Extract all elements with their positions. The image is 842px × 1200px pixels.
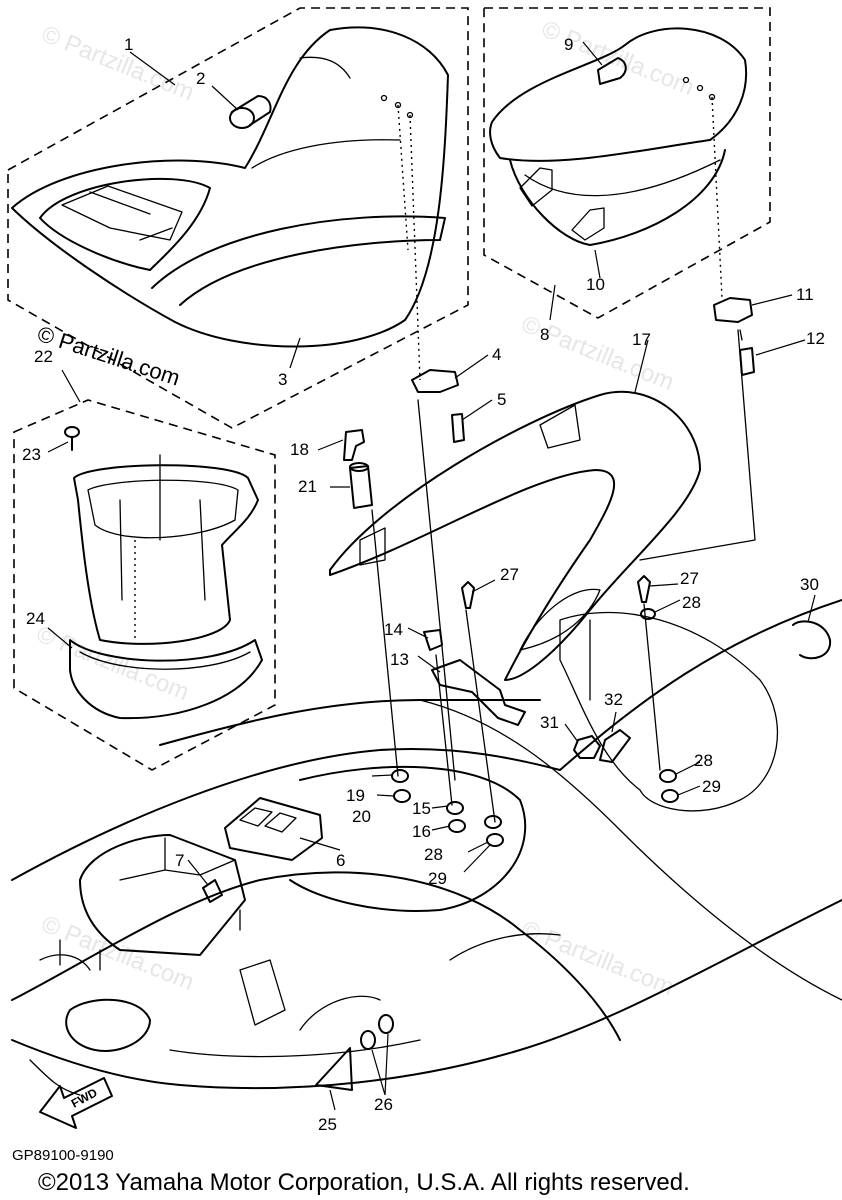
callout-8: 8 bbox=[540, 325, 549, 344]
callout-22: 22 bbox=[34, 347, 53, 366]
watermark: © Partzilla.com bbox=[518, 311, 678, 397]
washer-28b bbox=[484, 815, 502, 829]
callout-10: 10 bbox=[586, 275, 605, 294]
nut-16 bbox=[448, 819, 466, 833]
bracket-11 bbox=[713, 297, 753, 323]
callout-7: 7 bbox=[175, 851, 184, 870]
callout-27: 27 bbox=[500, 565, 519, 584]
callout-15: 15 bbox=[412, 799, 431, 818]
callout-28: 28 bbox=[424, 845, 443, 864]
callout-31: 31 bbox=[540, 713, 559, 732]
cap-26a bbox=[360, 1030, 376, 1050]
callout-25: 25 bbox=[318, 1115, 337, 1134]
bolt-12 bbox=[739, 347, 755, 376]
screw-7 bbox=[202, 879, 223, 903]
bolt-18 bbox=[343, 429, 365, 461]
nut-20 bbox=[393, 789, 411, 803]
callout-19: 19 bbox=[346, 786, 365, 805]
brand-watermark: © Partzilla.com bbox=[34, 321, 183, 391]
watermark: © Partzilla.com bbox=[518, 916, 678, 1002]
callout-6: 6 bbox=[336, 851, 345, 870]
callout-28: 28 bbox=[694, 751, 713, 770]
hull-deck bbox=[11, 599, 842, 1096]
callout-32: 32 bbox=[604, 690, 623, 709]
fwd-arrow-icon: FWD bbox=[39, 1077, 113, 1129]
callout-16: 16 bbox=[412, 822, 431, 841]
callout-18: 18 bbox=[290, 440, 309, 459]
callout-29: 29 bbox=[702, 777, 721, 796]
nut-29a bbox=[486, 833, 504, 847]
u-bolt-30 bbox=[792, 620, 832, 660]
plate-32 bbox=[599, 729, 631, 763]
bracket-4 bbox=[411, 369, 459, 393]
callout-12: 12 bbox=[806, 329, 825, 348]
callout-3: 3 bbox=[278, 370, 287, 389]
washer-28a bbox=[640, 608, 656, 620]
bracket-13 bbox=[431, 659, 526, 726]
screw-27a bbox=[461, 581, 475, 609]
front-seat-group-box bbox=[7, 7, 469, 429]
rear-seat bbox=[489, 27, 747, 246]
callout-17: 17 bbox=[632, 330, 651, 349]
callouts: 1 2 3 4 5 6 7 8 9 10 11 12 13 14 15 16 1… bbox=[22, 35, 825, 1134]
decal-25 bbox=[315, 1047, 353, 1091]
callout-9: 9 bbox=[564, 35, 573, 54]
callout-13: 13 bbox=[390, 650, 409, 669]
front-seat bbox=[11, 26, 449, 348]
callout-14: 14 bbox=[384, 620, 403, 639]
copyright-line: ©2013 Yamaha Motor Corporation, U.S.A. A… bbox=[38, 1169, 690, 1196]
small-parts bbox=[202, 297, 832, 1091]
nut-31 bbox=[573, 735, 601, 759]
alignment-lines bbox=[134, 96, 756, 823]
bolt-14 bbox=[423, 629, 443, 651]
leader-lines bbox=[47, 41, 816, 1111]
callout-28: 28 bbox=[682, 593, 701, 612]
callout-11: 11 bbox=[796, 285, 814, 304]
switch-panel-6 bbox=[224, 797, 323, 861]
callout-27: 27 bbox=[680, 569, 699, 588]
seat-base bbox=[329, 390, 701, 681]
callout-2: 2 bbox=[196, 69, 205, 88]
callout-30: 30 bbox=[800, 575, 819, 594]
callout-24: 24 bbox=[26, 609, 45, 628]
storage-bin bbox=[64, 426, 263, 720]
callout-1: 1 bbox=[124, 35, 133, 54]
washer-28c bbox=[659, 769, 677, 783]
storage-bin-group-box bbox=[13, 399, 276, 771]
diagram-code: GP89100-9190 bbox=[12, 1147, 114, 1164]
callout-23: 23 bbox=[22, 445, 41, 464]
bolt-5 bbox=[451, 413, 465, 443]
cap-26b bbox=[378, 1014, 394, 1034]
screw-27b bbox=[637, 575, 651, 603]
washer-19 bbox=[391, 769, 409, 783]
watermark: © Partzilla.com bbox=[38, 21, 198, 107]
callout-4: 4 bbox=[492, 345, 501, 364]
nut-29b bbox=[661, 789, 679, 803]
callout-20: 20 bbox=[352, 807, 371, 826]
fwd-label: FWD bbox=[69, 1085, 100, 1110]
collar-21 bbox=[349, 465, 373, 509]
callout-5: 5 bbox=[497, 390, 506, 409]
callout-29: 29 bbox=[428, 869, 447, 888]
callout-21: 21 bbox=[298, 477, 317, 496]
callout-26: 26 bbox=[374, 1095, 393, 1114]
washer-15 bbox=[446, 801, 464, 815]
